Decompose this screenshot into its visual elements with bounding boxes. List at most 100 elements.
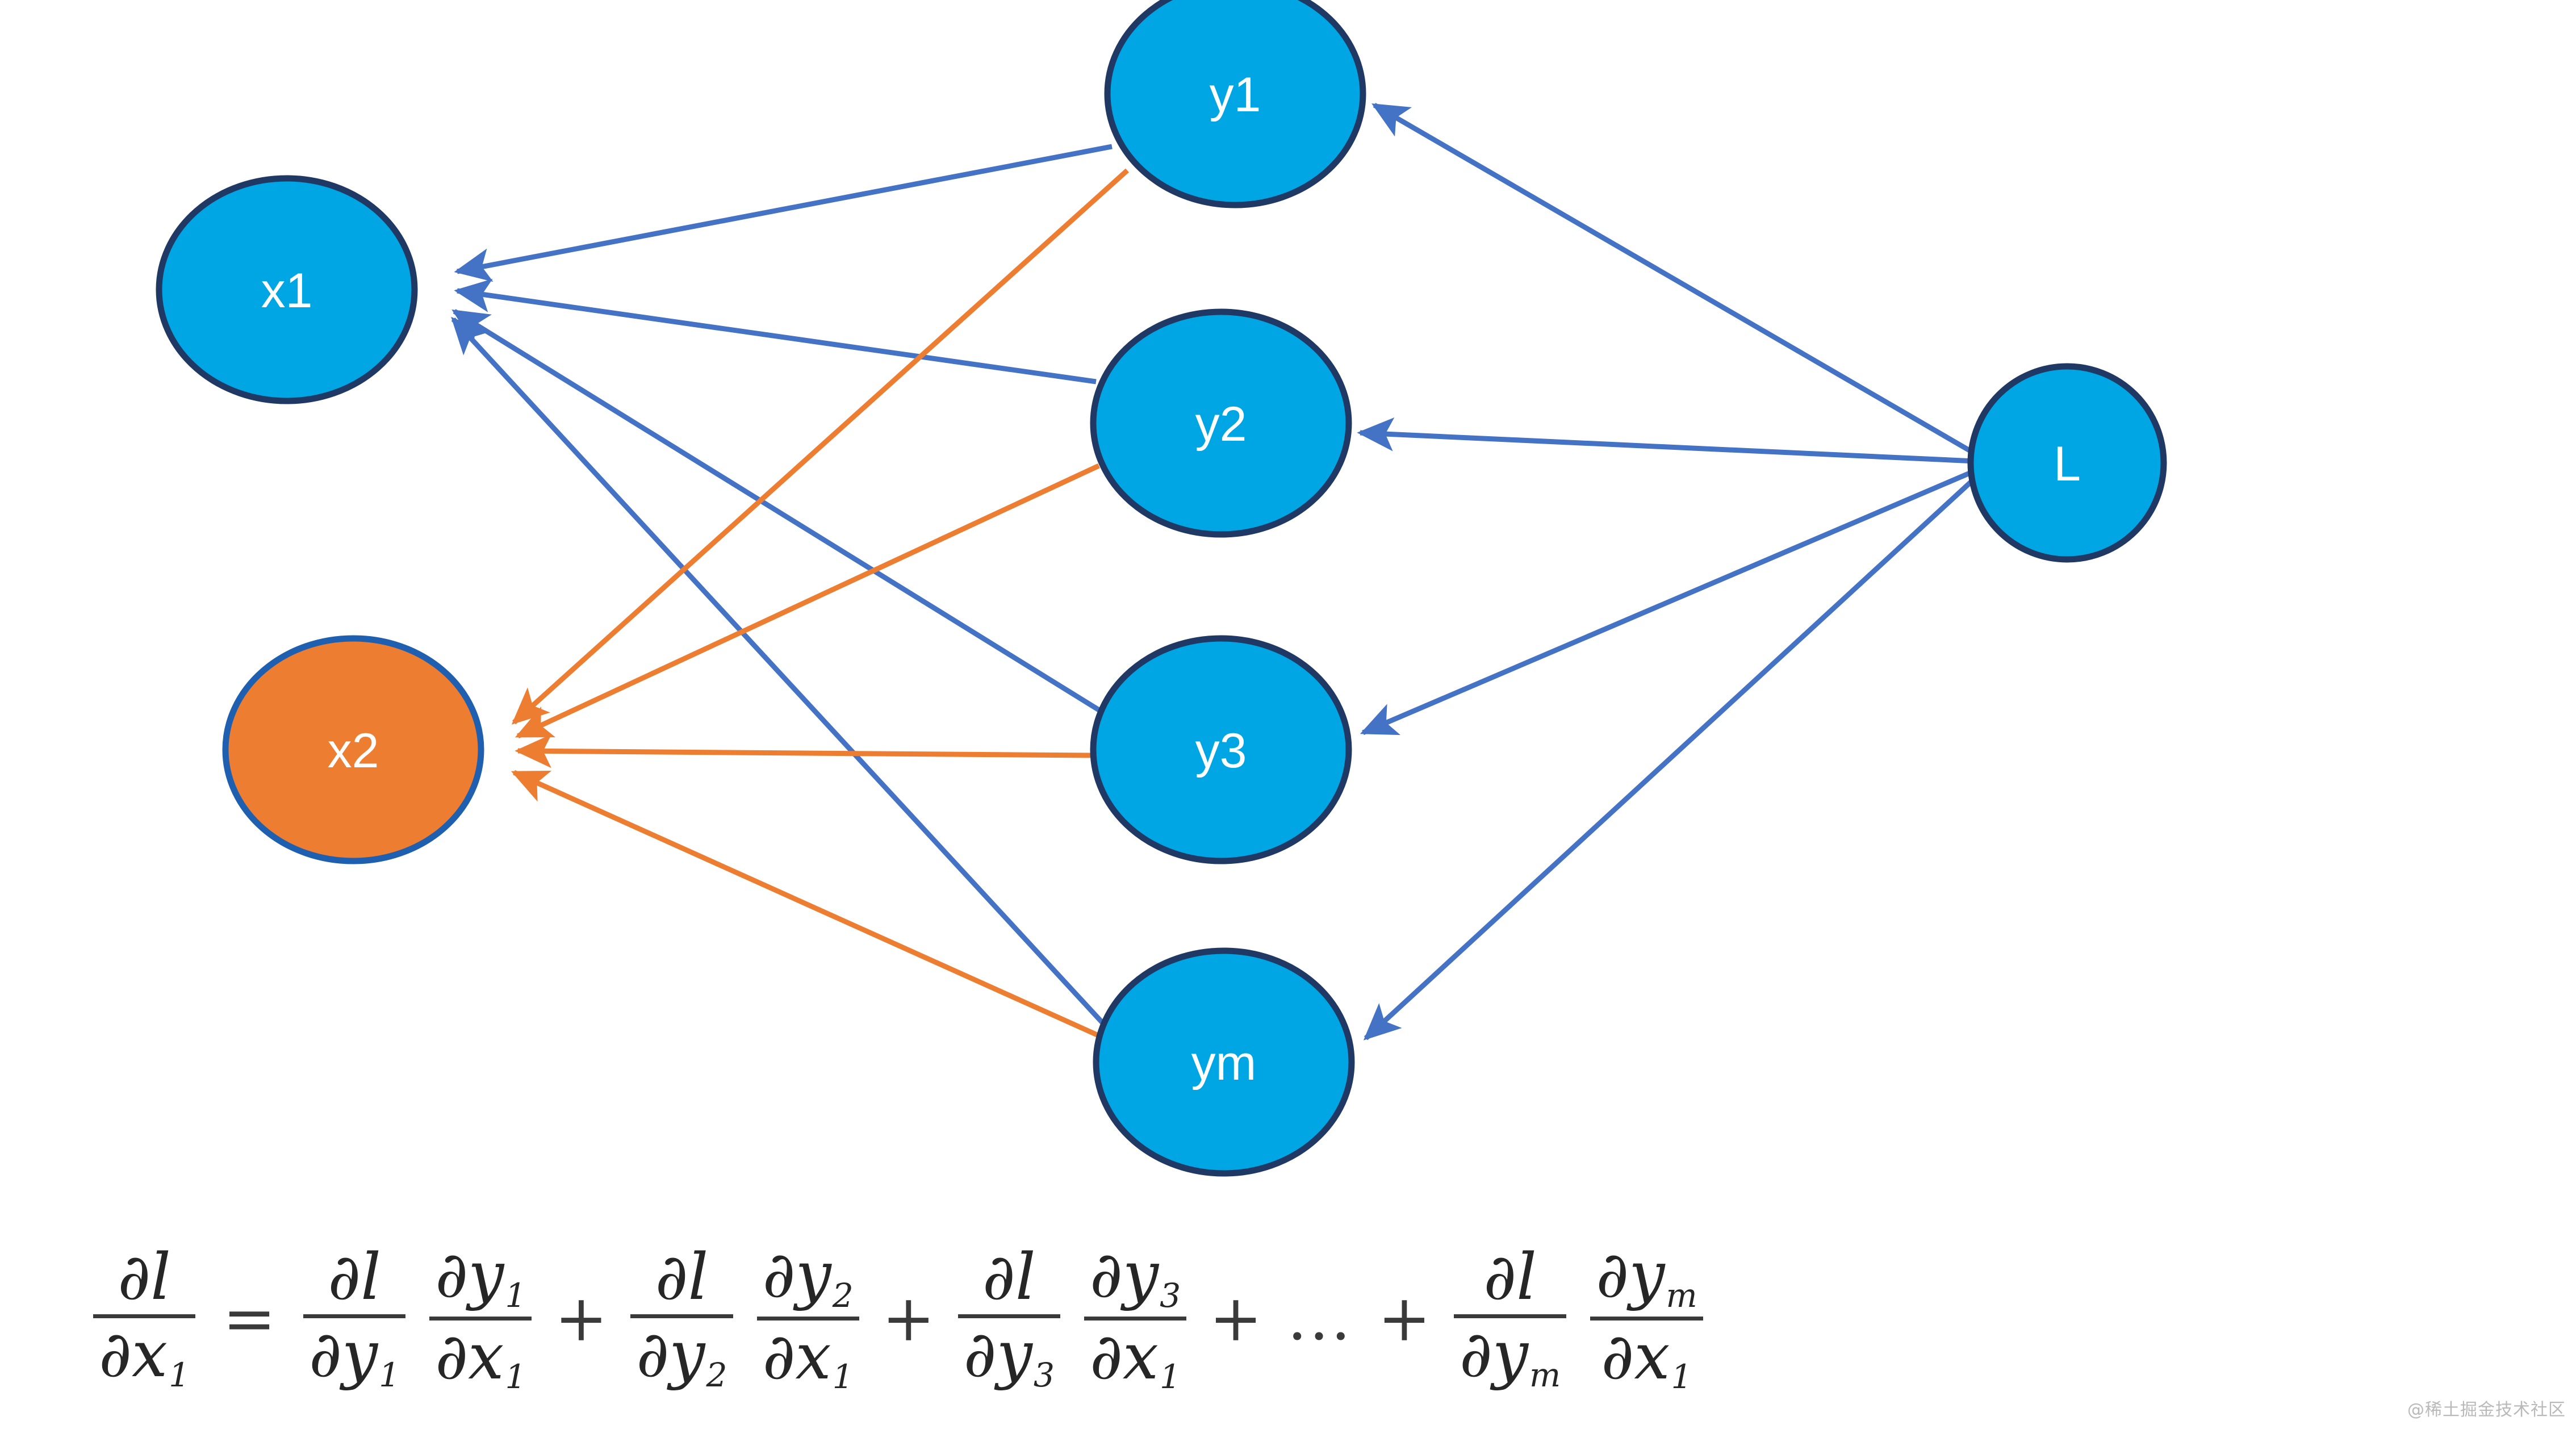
term3-frac2: ∂y3 ∂x1 xyxy=(1084,1239,1187,1398)
termm-frac2: ∂ym ∂x1 xyxy=(1590,1239,1703,1398)
term1-frac2-denominator: ∂x1 xyxy=(429,1321,532,1398)
edge-y1-x2 xyxy=(511,168,1130,725)
term1-frac2-den-sym: ∂x xyxy=(435,1320,504,1394)
node-y1-label: y1 xyxy=(1210,68,1261,122)
node-L-label: L xyxy=(2054,437,2081,491)
plus-sign-3: + xyxy=(1209,1281,1263,1356)
termm-frac1-den-sym: ∂y xyxy=(1459,1318,1529,1392)
termm-frac2-den-sub: 1 xyxy=(1671,1357,1692,1397)
term2-frac2-num-sym: ∂y xyxy=(762,1238,831,1313)
termm-frac2-denominator: ∂x1 xyxy=(1595,1321,1697,1398)
term2-frac1-bar xyxy=(630,1314,733,1319)
term2-frac2-numerator: ∂y2 xyxy=(757,1239,859,1317)
term2-frac2: ∂y2 ∂x1 xyxy=(756,1239,859,1398)
termm-frac2-num-sub: m xyxy=(1666,1276,1697,1315)
node-y1-shape[interactable] xyxy=(1104,0,1366,208)
termm-frac1-numerator: ∂l xyxy=(1483,1240,1537,1314)
term3-frac1-den-sub: 3 xyxy=(1033,1355,1055,1394)
termm-frac1-denominator: ∂ym xyxy=(1454,1318,1566,1396)
edge-L-y2 xyxy=(1357,417,1976,464)
term1-frac2-num-sym: ∂y xyxy=(435,1238,504,1313)
term3-frac1-numerator: ∂l xyxy=(982,1240,1036,1314)
frac-lhs-bar xyxy=(93,1314,196,1319)
graph-canvas: x1 x2 y1 y2 y3 ym L xyxy=(156,0,2167,1177)
term2-frac2-num-sub: 2 xyxy=(832,1276,854,1315)
plus-sign-4: + xyxy=(1378,1281,1431,1356)
node-x2-label: x2 xyxy=(328,724,379,778)
edge-L-ym xyxy=(1363,474,1980,1041)
term3-frac2-num-sub: 3 xyxy=(1160,1276,1181,1315)
term2-frac2-den-sub: 1 xyxy=(832,1357,854,1397)
term1-frac1-denominator: ∂y1 xyxy=(303,1318,405,1396)
frac-lhs-den-sub: 1 xyxy=(169,1355,190,1394)
term1-frac1-numerator: ∂l xyxy=(328,1240,381,1314)
plus-sign-2: + xyxy=(881,1281,935,1356)
term2-frac2-den-sym: ∂x xyxy=(762,1320,831,1394)
term3-frac1-bar xyxy=(957,1314,1060,1319)
term2-frac1-den-sub: 2 xyxy=(706,1355,727,1394)
node-x1-label: x1 xyxy=(261,264,313,318)
term1-frac2-den-sub: 1 xyxy=(505,1357,526,1397)
node-x1[interactable]: x1 xyxy=(156,175,418,404)
term2-frac2-denominator: ∂x1 xyxy=(757,1321,859,1398)
term3-frac2-den-sub: 1 xyxy=(1160,1357,1181,1397)
edge-y2-x2 xyxy=(515,463,1100,739)
node-ym[interactable]: ym xyxy=(1093,947,1355,1177)
term1-frac1-den-sub: 1 xyxy=(379,1355,400,1394)
edge-y3-x1 xyxy=(451,309,1101,712)
node-ym-shape[interactable] xyxy=(1093,947,1355,1177)
term1-frac1-bar xyxy=(303,1314,406,1319)
node-y2-shape[interactable] xyxy=(1090,308,1352,538)
termm-frac2-numerator: ∂ym xyxy=(1590,1239,1703,1317)
node-x2[interactable]: x2 xyxy=(222,635,484,864)
term1-frac2: ∂y1 ∂x1 xyxy=(429,1239,532,1398)
termm-frac2-bar xyxy=(1590,1317,1703,1321)
node-y3-shape[interactable] xyxy=(1090,635,1352,864)
chain-rule-formula: ∂l ∂x1 = ∂l ∂y1 ∂y1 ∂x1 + ∂l xyxy=(0,1187,2576,1450)
term3-frac2-num-sym: ∂y xyxy=(1089,1238,1159,1313)
node-y2-label: y2 xyxy=(1195,397,1247,452)
term2-frac1: ∂l ∂y2 xyxy=(630,1241,733,1396)
term3-frac2-den-sym: ∂x xyxy=(1089,1320,1159,1394)
edge-ym-x2 xyxy=(511,770,1106,1041)
node-y3-label: y3 xyxy=(1195,724,1247,778)
term1-frac1: ∂l ∂y1 xyxy=(303,1240,406,1396)
term2-frac1-denominator: ∂y2 xyxy=(630,1318,733,1396)
termm-frac2-num-sym: ∂y xyxy=(1596,1238,1665,1313)
term2-frac2-bar xyxy=(756,1317,859,1321)
frac-lhs: ∂l ∂x1 xyxy=(93,1240,196,1396)
termm-frac1: ∂l ∂ym xyxy=(1453,1240,1567,1396)
node-L[interactable]: L xyxy=(1967,363,2167,563)
watermark-text: @稀土掘金技术社区 xyxy=(2407,1400,2566,1420)
node-L-shape[interactable] xyxy=(1967,363,2167,563)
edge-L-y1 xyxy=(1371,103,1978,457)
termm-frac2-den-sym: ∂x xyxy=(1601,1320,1670,1394)
term3-frac2-bar xyxy=(1084,1317,1187,1321)
term2-frac1-den-sym: ∂y xyxy=(636,1318,705,1392)
ellipsis: ... xyxy=(1287,1282,1353,1354)
frac-lhs-numerator: ∂l xyxy=(118,1240,171,1314)
edge-ym-x1 xyxy=(451,316,1109,1029)
term3-frac1-denominator: ∂y3 xyxy=(958,1318,1060,1396)
term1-frac2-num-sub: 1 xyxy=(505,1276,526,1315)
frac-lhs-den-sym: ∂x xyxy=(99,1318,168,1392)
node-y3[interactable]: y3 xyxy=(1090,635,1352,864)
node-ym-label: ym xyxy=(1191,1036,1257,1090)
node-y2[interactable]: y2 xyxy=(1090,308,1352,538)
termm-frac1-den-sub: m xyxy=(1529,1355,1561,1394)
edge-y3-x2 xyxy=(515,734,1095,768)
termm-frac1-bar xyxy=(1453,1314,1567,1319)
node-x1-shape[interactable] xyxy=(156,175,418,404)
edge-y2-x1 xyxy=(454,278,1097,385)
term1-frac2-numerator: ∂y1 xyxy=(429,1239,532,1317)
term2-frac1-numerator: ∂l xyxy=(655,1240,709,1314)
equals-sign: = xyxy=(223,1281,276,1356)
term3-frac2-numerator: ∂y3 xyxy=(1084,1239,1186,1317)
edge-y1-x1 xyxy=(454,144,1113,282)
frac-lhs-denominator: ∂x1 xyxy=(93,1318,195,1396)
node-y1[interactable]: y1 xyxy=(1104,0,1366,208)
edges-from-L xyxy=(1357,103,1980,1041)
node-x2-shape[interactable] xyxy=(222,635,484,864)
edges-to-x2 xyxy=(511,168,1130,1041)
